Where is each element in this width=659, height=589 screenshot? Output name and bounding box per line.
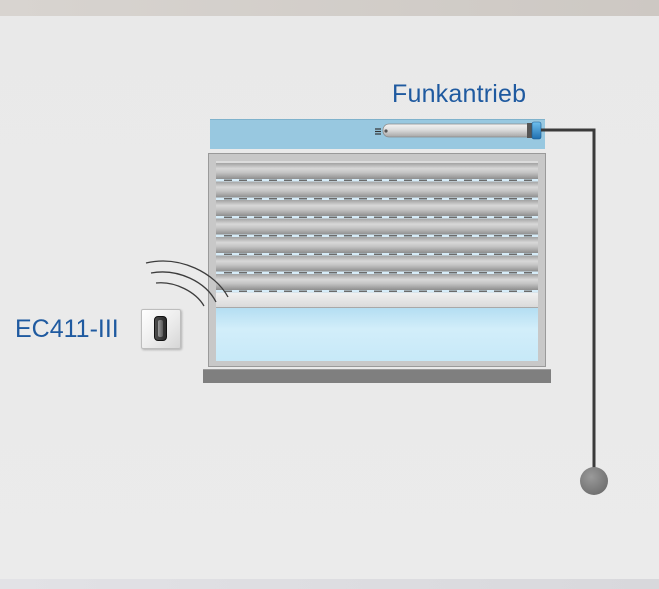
tubular-motor-icon <box>375 121 542 140</box>
motor-label: Funkantrieb <box>392 80 527 108</box>
wall-bottom-edge <box>0 579 659 589</box>
shutter-slat <box>216 237 538 256</box>
shutter-slat <box>216 274 538 293</box>
connection-dot-icon <box>580 467 608 495</box>
window-sill <box>203 369 551 383</box>
wall-top-edge <box>0 0 659 16</box>
shutter-slat <box>216 163 538 182</box>
cable-line <box>541 128 596 478</box>
window-glass <box>216 308 538 361</box>
wall-switch-icon[interactable] <box>141 309 181 349</box>
radio-waves-icon <box>145 260 229 307</box>
window-frame <box>208 153 546 367</box>
shutter-slats <box>216 163 538 293</box>
shutter-slat <box>216 218 538 237</box>
shutter-slat <box>216 255 538 274</box>
switch-label: EC411-III <box>15 315 119 343</box>
shutter-slat <box>216 200 538 219</box>
shutter-bottom-rail <box>216 293 538 308</box>
shutter-slat <box>216 181 538 200</box>
switch-rocker[interactable] <box>154 316 167 341</box>
window-opening <box>216 161 538 361</box>
